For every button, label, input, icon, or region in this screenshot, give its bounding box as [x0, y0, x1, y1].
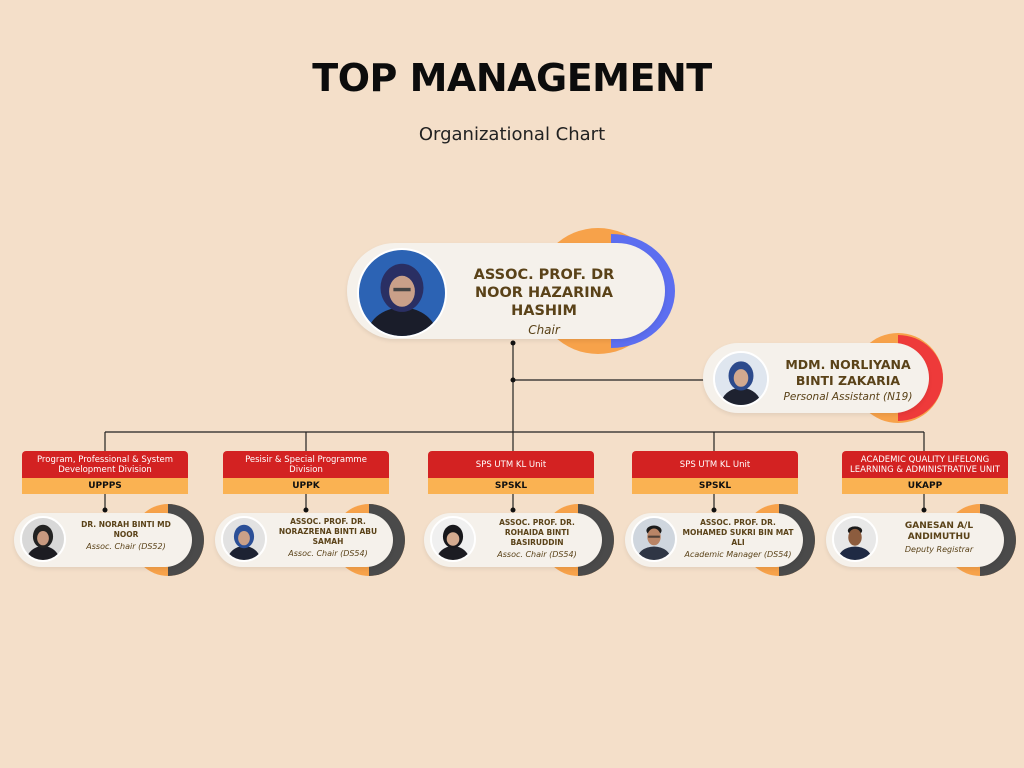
- person-role: Deputy Registrar: [904, 545, 974, 554]
- connector-dot: [510, 507, 516, 513]
- assistant-card: MDM. NORLIYANA BINTI ZAKARIA Personal As…: [703, 333, 945, 427]
- unit-header-2: Pesisir & Special Programme Division UPP…: [223, 451, 389, 494]
- person-card-1: DR. NORAH BINTI MD NOOR Assoc. Chair (DS…: [14, 504, 204, 578]
- person-name: ASSOC. PROF. DR. ROHAIDA BINTI BASIRUDDI…: [499, 518, 575, 547]
- division-label: ACADEMIC QUALITY LIFELONG LEARNING & ADM…: [842, 451, 1008, 478]
- assistant-name: MDM. NORLIYANA BINTI ZAKARIA: [785, 357, 911, 388]
- person-name: DR. NORAH BINTI MD NOOR: [81, 520, 171, 539]
- chair-name: ASSOC. PROF. DR NOOR HAZARINA HASHIM: [473, 267, 615, 319]
- unit-header-1: Program, Professional & System Developme…: [22, 451, 188, 494]
- unit-header-4: SPS UTM KL Unit SPSKL: [632, 451, 798, 494]
- division-code: SPSKL: [428, 478, 594, 494]
- person-name: ASSOC. PROF. DR. NORAZRENA BINTI ABU SAM…: [278, 517, 378, 546]
- division-code: UPPK: [223, 478, 389, 494]
- person-role: Assoc. Chair (DS52): [86, 542, 166, 551]
- connector-dot: [711, 507, 717, 513]
- person-avatar: [430, 516, 476, 562]
- person-avatar: [832, 516, 878, 562]
- chair-avatar: [357, 248, 447, 338]
- person-avatar: [631, 516, 677, 562]
- person-avatar: [20, 516, 66, 562]
- division-label: SPS UTM KL Unit: [428, 451, 594, 478]
- person-card-5: GANESAN A/L ANDIMUTHU Deputy Registrar: [826, 504, 1016, 578]
- person-role: Assoc. Chair (DS54): [288, 549, 368, 558]
- connector-dot: [510, 377, 516, 383]
- connector-dot: [510, 340, 516, 346]
- connector-dot: [921, 507, 927, 513]
- person-card-2: ASSOC. PROF. DR. NORAZRENA BINTI ABU SAM…: [215, 504, 405, 578]
- division-code: UPPPS: [22, 478, 188, 494]
- division-code: UKAPP: [842, 478, 1008, 494]
- assistant-role: Personal Assistant (N19): [783, 391, 913, 403]
- person-role: Assoc. Chair (DS54): [497, 550, 577, 559]
- division-label: Program, Professional & System Developme…: [22, 451, 188, 478]
- connector-dot: [303, 507, 309, 513]
- division-code: SPSKL: [632, 478, 798, 494]
- person-card-3: ASSOC. PROF. DR. ROHAIDA BINTI BASIRUDDI…: [424, 504, 614, 578]
- assistant-avatar: [713, 351, 769, 407]
- unit-header-5: ACADEMIC QUALITY LIFELONG LEARNING & ADM…: [842, 451, 1008, 494]
- person-name: GANESAN A/L ANDIMUTHU: [904, 521, 974, 542]
- division-label: SPS UTM KL Unit: [632, 451, 798, 478]
- chair-role: Chair: [528, 323, 560, 337]
- person-card-4: ASSOC. PROF. DR. MOHAMED SUKRI BIN MAT A…: [625, 504, 815, 578]
- unit-header-3: SPS UTM KL Unit SPSKL: [428, 451, 594, 494]
- person-role: Academic Manager (DS54): [684, 550, 792, 559]
- person-name: ASSOC. PROF. DR. MOHAMED SUKRI BIN MAT A…: [682, 518, 794, 547]
- division-label: Pesisir & Special Programme Division: [223, 451, 389, 478]
- connector-dot: [102, 507, 108, 513]
- chair-card: ASSOC. PROF. DR NOOR HAZARINA HASHIM Cha…: [347, 228, 677, 354]
- page-subtitle: Organizational Chart: [418, 124, 606, 145]
- person-avatar: [221, 516, 267, 562]
- page-title: TOP MANAGEMENT: [312, 56, 712, 100]
